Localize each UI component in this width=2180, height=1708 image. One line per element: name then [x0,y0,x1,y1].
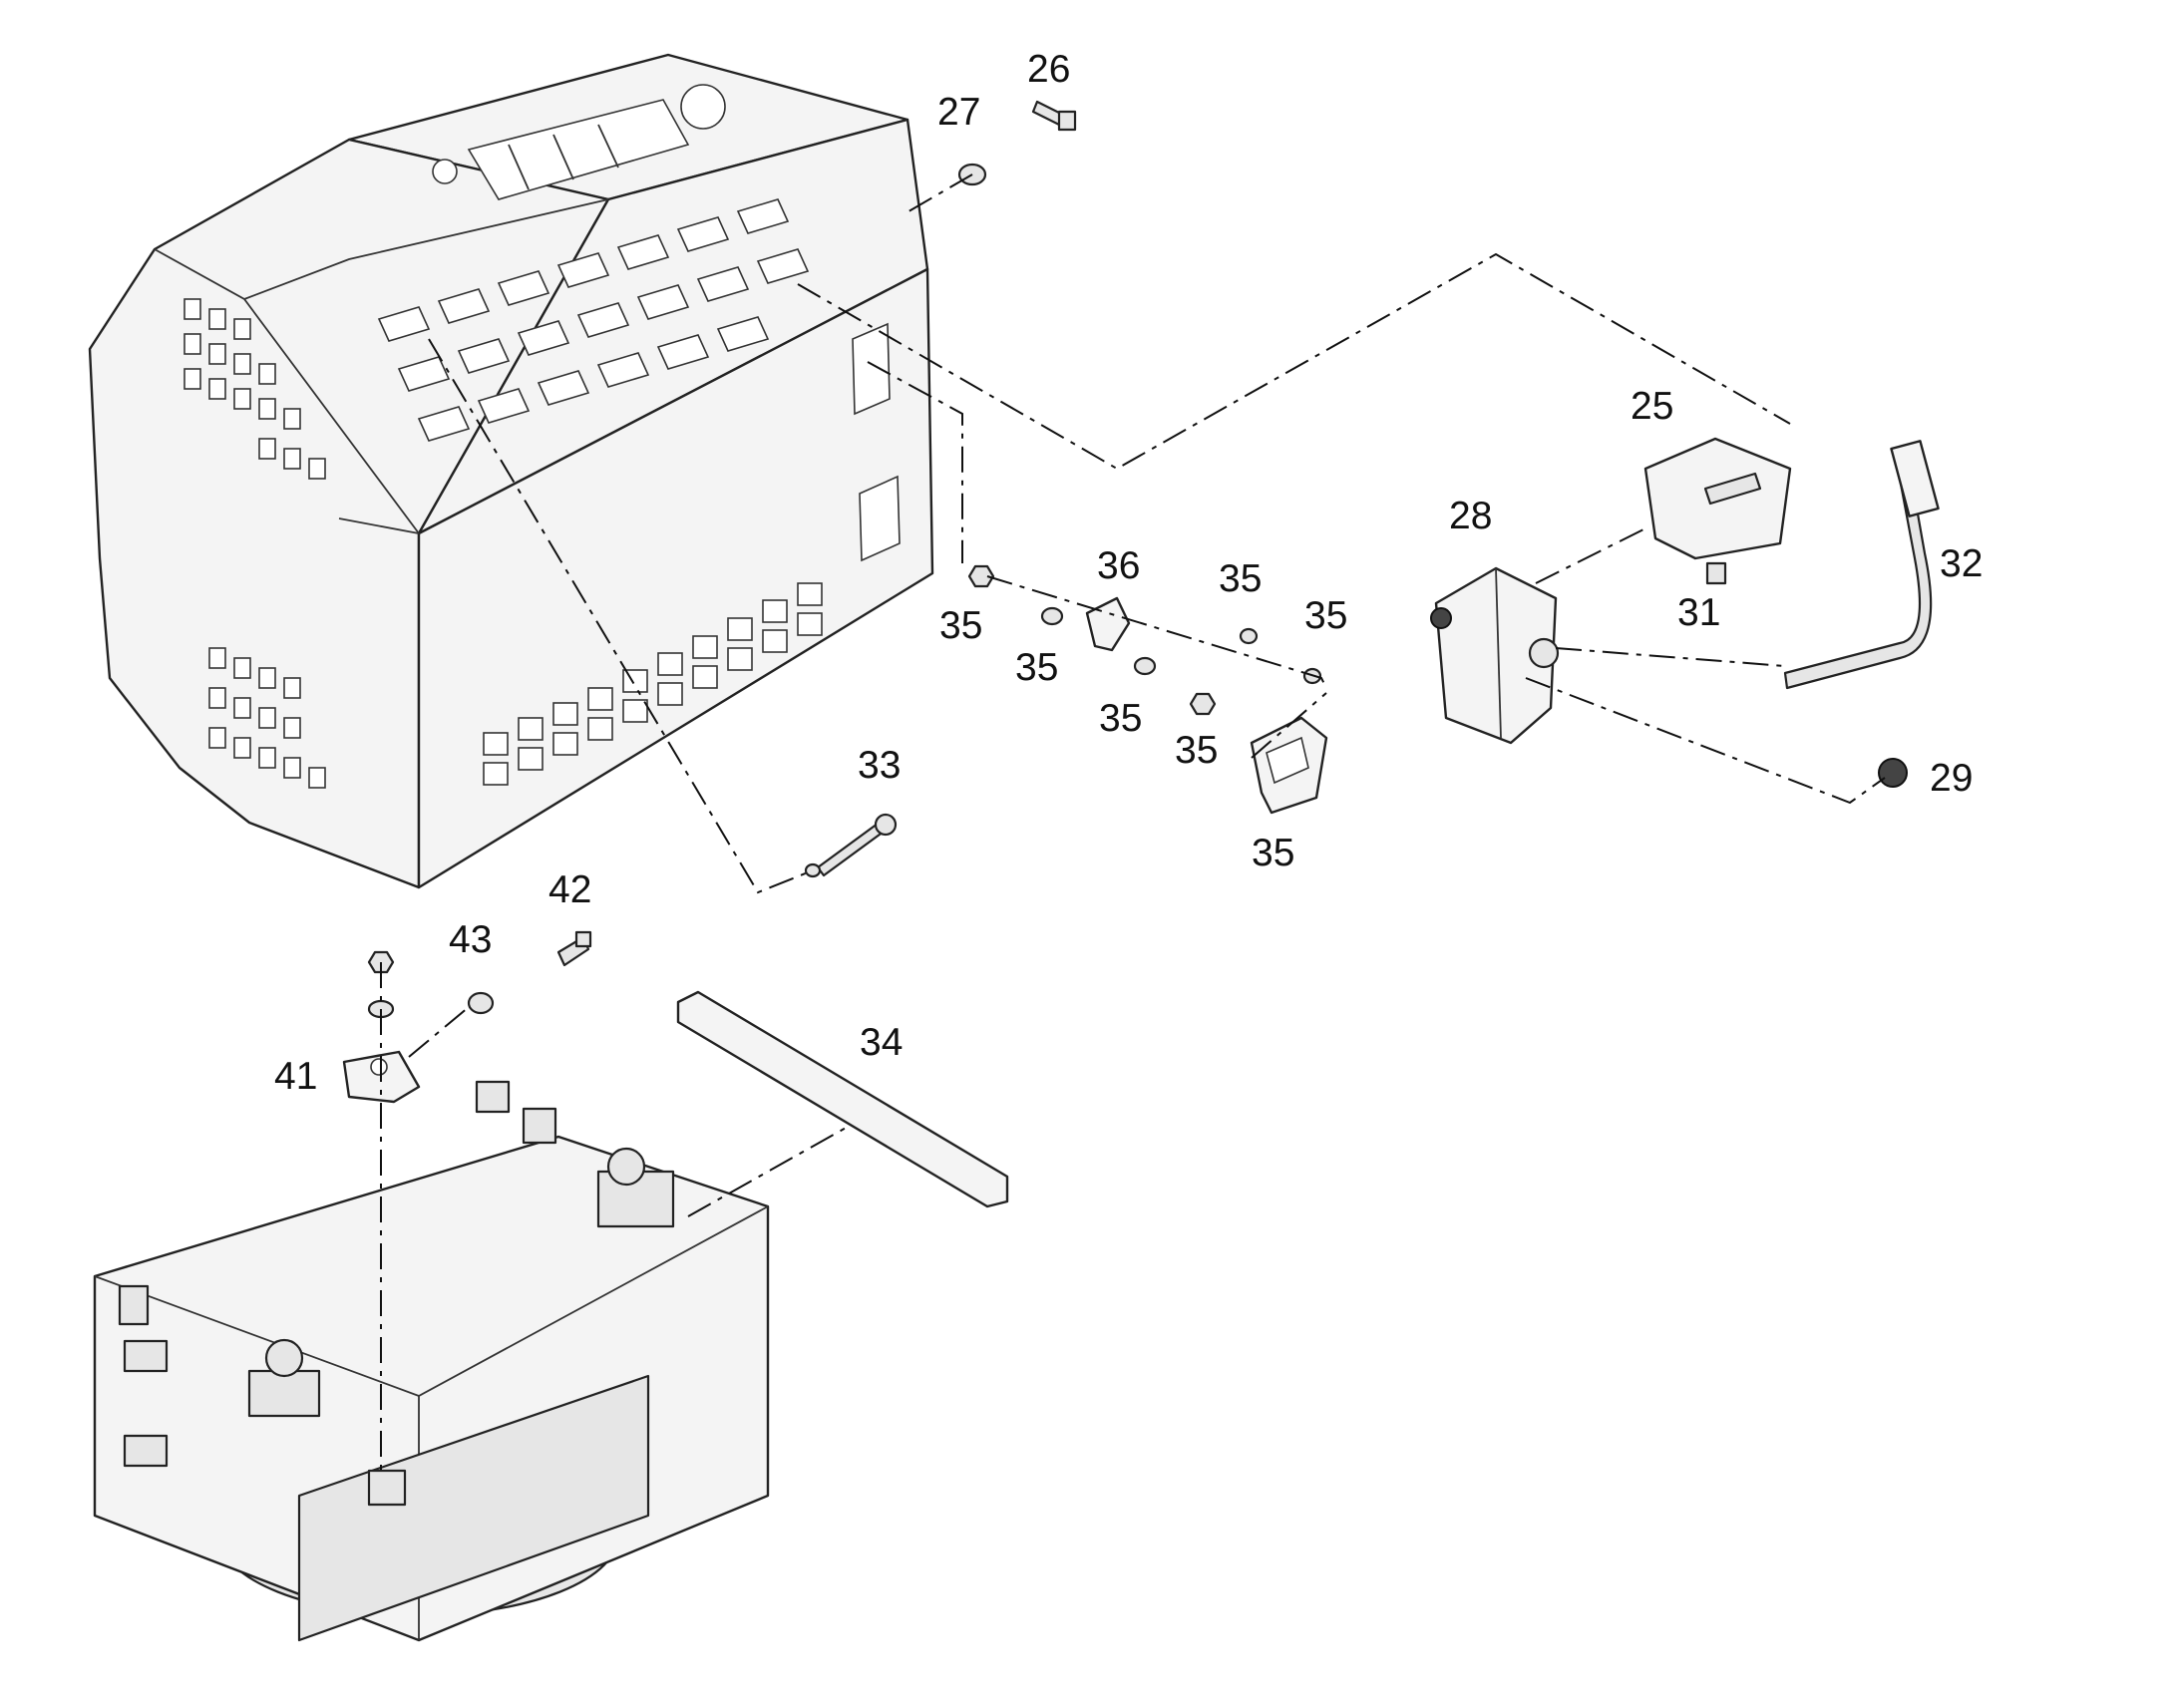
lever-plate [1085,596,1131,652]
housing-cover [88,53,934,889]
callout-36: 36 [1097,544,1140,587]
callout-43: 43 [449,918,492,961]
callout-25: 25 [1631,385,1673,428]
leader-lines [380,173,1886,1476]
bolt [556,930,592,967]
callout-35: 35 [1252,832,1294,874]
knob [1878,758,1908,788]
nut [1189,692,1217,716]
callout-labels: 26 27 25 28 32 36 35 35 35 35 35 35 35 3… [274,48,1983,1098]
spacer-bar [676,990,1009,1208]
callout-35: 35 [939,604,982,647]
callout-31: 31 [1677,591,1720,634]
callout-34: 34 [860,1021,903,1064]
washer [467,991,495,1015]
callout-32: 32 [1940,542,1983,585]
mounting-plate [1643,437,1792,560]
fitting [247,1338,321,1418]
washer [1133,656,1157,676]
callout-35: 35 [1219,557,1262,600]
callout-35: 35 [1175,729,1218,772]
radiator-assembly [93,1080,770,1642]
washer [1040,606,1064,626]
callout-29: 29 [1930,757,1973,800]
lock-body [1430,566,1560,745]
callout-26: 26 [1027,48,1070,91]
mount-post [475,1080,557,1145]
callout-35: 35 [1015,646,1058,689]
grip-rod [1783,440,1940,690]
fitting [596,1147,675,1228]
nut [967,564,995,588]
bolt [1031,100,1077,132]
callout-35: 35 [1099,697,1142,740]
callout-27: 27 [937,91,980,134]
callout-33: 33 [858,744,901,787]
callout-42: 42 [548,868,591,911]
mount-post [118,1284,407,1507]
pin [816,813,898,877]
callout-41: 41 [274,1055,317,1098]
washer [804,862,822,878]
callout-28: 28 [1449,495,1492,537]
latch-handle [1250,716,1328,815]
washer [1239,627,1259,645]
screw [1705,561,1727,585]
callout-35: 35 [1304,594,1347,637]
